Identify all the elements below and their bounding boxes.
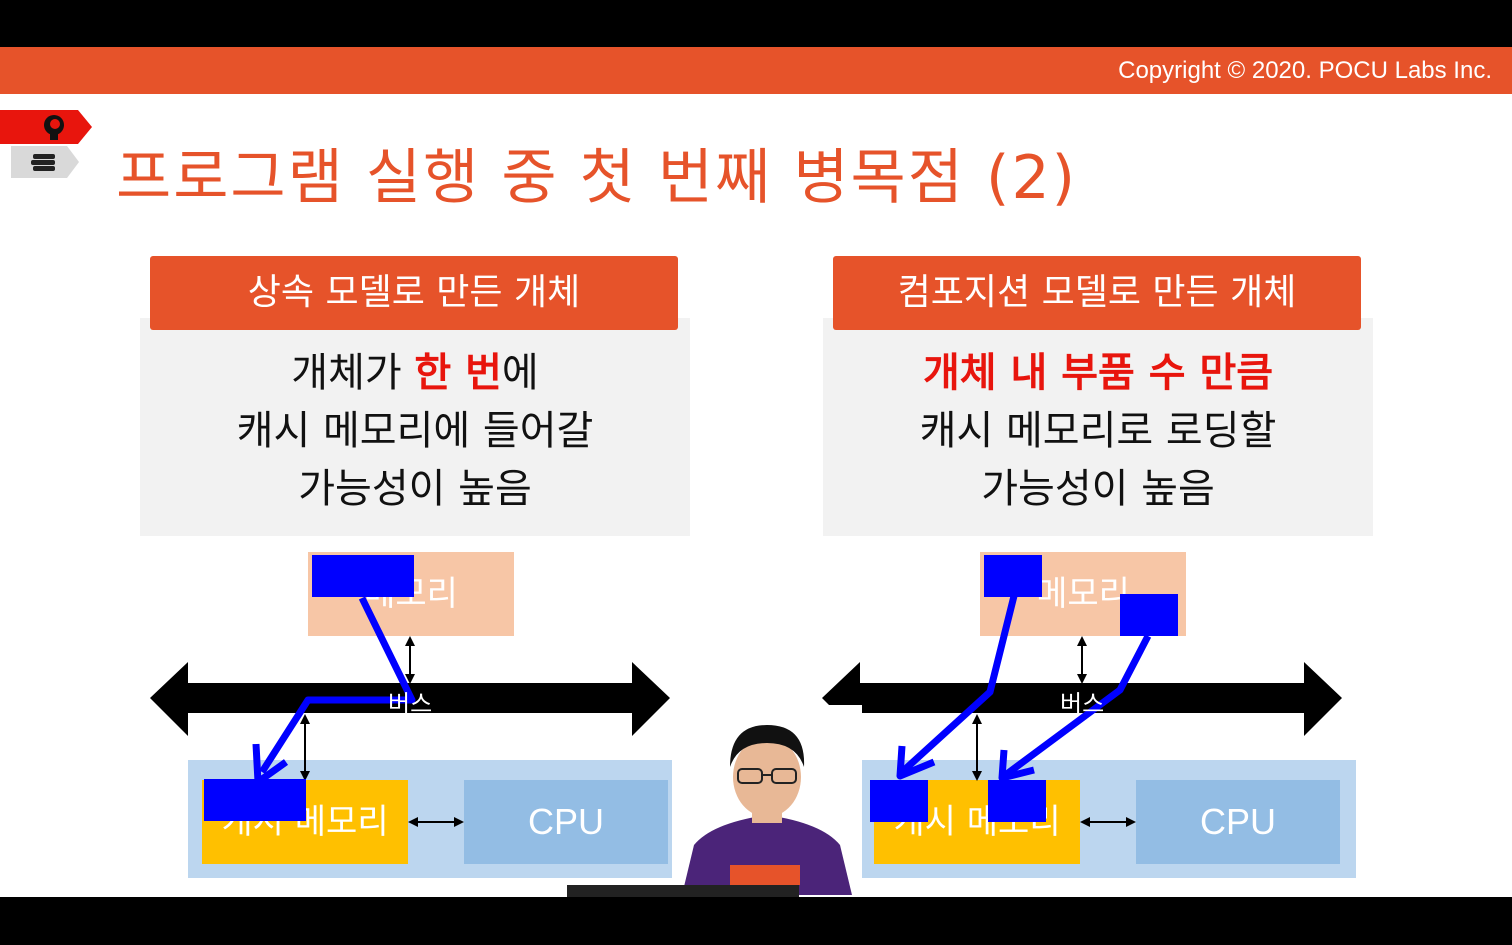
panel-line-3: 가능성이 높음: [981, 466, 1215, 512]
text-normal: 개체가: [291, 350, 415, 396]
panel-text: 개체 내 부품 수 만큼 캐시 메모리로 로딩할 가능성이 높음: [823, 344, 1373, 518]
annotation-block: [988, 780, 1046, 822]
annotation-block: [870, 780, 928, 822]
top-bar: Copyright © 2020. POCU Labs Inc.: [0, 47, 1512, 94]
bus-arrows: [822, 595, 1342, 827]
annotation-block: [312, 555, 414, 597]
annotation-block: [1120, 594, 1178, 636]
panel-body: [140, 318, 690, 536]
panel-line-1: 개체 내 부품 수 만큼: [922, 350, 1274, 396]
brain-icon: [0, 110, 92, 144]
panel-line-1: 개체가 한 번에: [140, 344, 690, 402]
annotation-block: [984, 555, 1042, 597]
inheritance-diagram: 메모리 캐시 메모리 CPU 버스: [150, 550, 690, 880]
composition-panel: 컴포지션 모델로 만든 개체 개체 내 부품 수 만큼 캐시 메모리로 로딩할 …: [823, 256, 1373, 536]
panel-line-2: 캐시 메모리에 들어갈: [236, 408, 594, 454]
copyright-text: Copyright © 2020. POCU Labs Inc.: [1118, 57, 1492, 84]
text-normal: 에: [501, 350, 539, 396]
panel-line-3: 가능성이 높음: [298, 466, 532, 512]
slide-title: 프로그램 실행 중 첫 번째 병목점 (2): [116, 143, 1078, 213]
composition-diagram: 메모리 캐시 메모리 CPU 버스: [822, 550, 1362, 880]
cpu-box: CPU: [464, 780, 668, 864]
panel-line-2: 캐시 메모리로 로딩할: [919, 408, 1277, 454]
bus-label: 버스: [388, 690, 433, 718]
panel-header: 컴포지션 모델로 만든 개체: [833, 256, 1361, 330]
desk: [567, 885, 799, 897]
books-icon: [11, 146, 79, 178]
annotation-block: [204, 779, 306, 821]
presenter-video: [672, 705, 862, 895]
bus-label: 버스: [1060, 690, 1105, 718]
cpu-box: CPU: [1136, 780, 1340, 864]
panel-text: 개체가 한 번에 캐시 메모리에 들어갈 가능성이 높음: [140, 344, 690, 518]
text-highlight: 한 번: [414, 350, 502, 396]
inheritance-panel: 상속 모델로 만든 개체 개체가 한 번에 캐시 메모리에 들어갈 가능성이 높…: [140, 256, 690, 536]
slide: Copyright © 2020. POCU Labs Inc. 프로그램 실행…: [0, 47, 1512, 897]
panel-body: [823, 318, 1373, 536]
panel-header: 상속 모델로 만든 개체: [150, 256, 678, 330]
